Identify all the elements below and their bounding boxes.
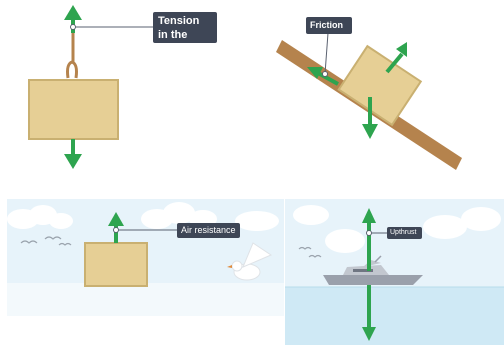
cloud-boat [293, 205, 501, 253]
tension-label: Tension in the rope [153, 12, 217, 55]
upthrust-label: Upthrust [387, 227, 422, 239]
air-resistance-label: Air resistance [177, 223, 240, 238]
friction-arrow-head [307, 67, 323, 79]
boat-weight-arrow-head [362, 327, 376, 341]
weight-arrow-head [64, 154, 82, 169]
bird-small-4 [298, 246, 312, 250]
upthrust-pointer-dot [366, 230, 372, 236]
tension-pointer-dot [70, 24, 76, 30]
dove [227, 242, 273, 281]
air-resistance-diagram: Air resistance [7, 199, 284, 345]
bird-small-1 [20, 240, 38, 244]
block-on-slope [337, 44, 423, 127]
slope-friction-diagram: Friction [250, 0, 504, 180]
upthrust-illustration [285, 199, 504, 345]
air-resistance-arrow-head [108, 212, 124, 226]
hanging-block [28, 79, 119, 140]
boat [323, 255, 423, 285]
upthrust-arrow-head [362, 208, 376, 223]
falling-block [84, 242, 148, 287]
reaction-arrow-head [396, 42, 407, 57]
rope-hook [66, 60, 78, 79]
rope-tension-diagram: Tension in the rope [0, 0, 240, 180]
upthrust-diagram: Upthrust [285, 199, 504, 345]
rope-tension-illustration [28, 5, 153, 169]
water [285, 287, 504, 345]
cloud-right [141, 202, 279, 231]
bird-small-5 [308, 254, 322, 258]
slope-weight-arrow-head [362, 124, 378, 139]
air-pointer-dot [113, 227, 119, 233]
friction-pointer-dot [322, 71, 328, 77]
cloud-left [7, 205, 73, 229]
bird-small-2 [44, 236, 62, 240]
tension-arrow-head [64, 5, 82, 20]
reaction-arrow-shaft [385, 52, 404, 74]
sky-lower [7, 283, 284, 316]
friction-arrow-shaft [317, 71, 339, 86]
slope-friction-illustration [276, 32, 462, 170]
friction-pointer-line [324, 32, 329, 75]
friction-label: Friction [306, 17, 352, 34]
bird-small-3 [58, 242, 72, 246]
air-resistance-illustration [7, 199, 284, 316]
